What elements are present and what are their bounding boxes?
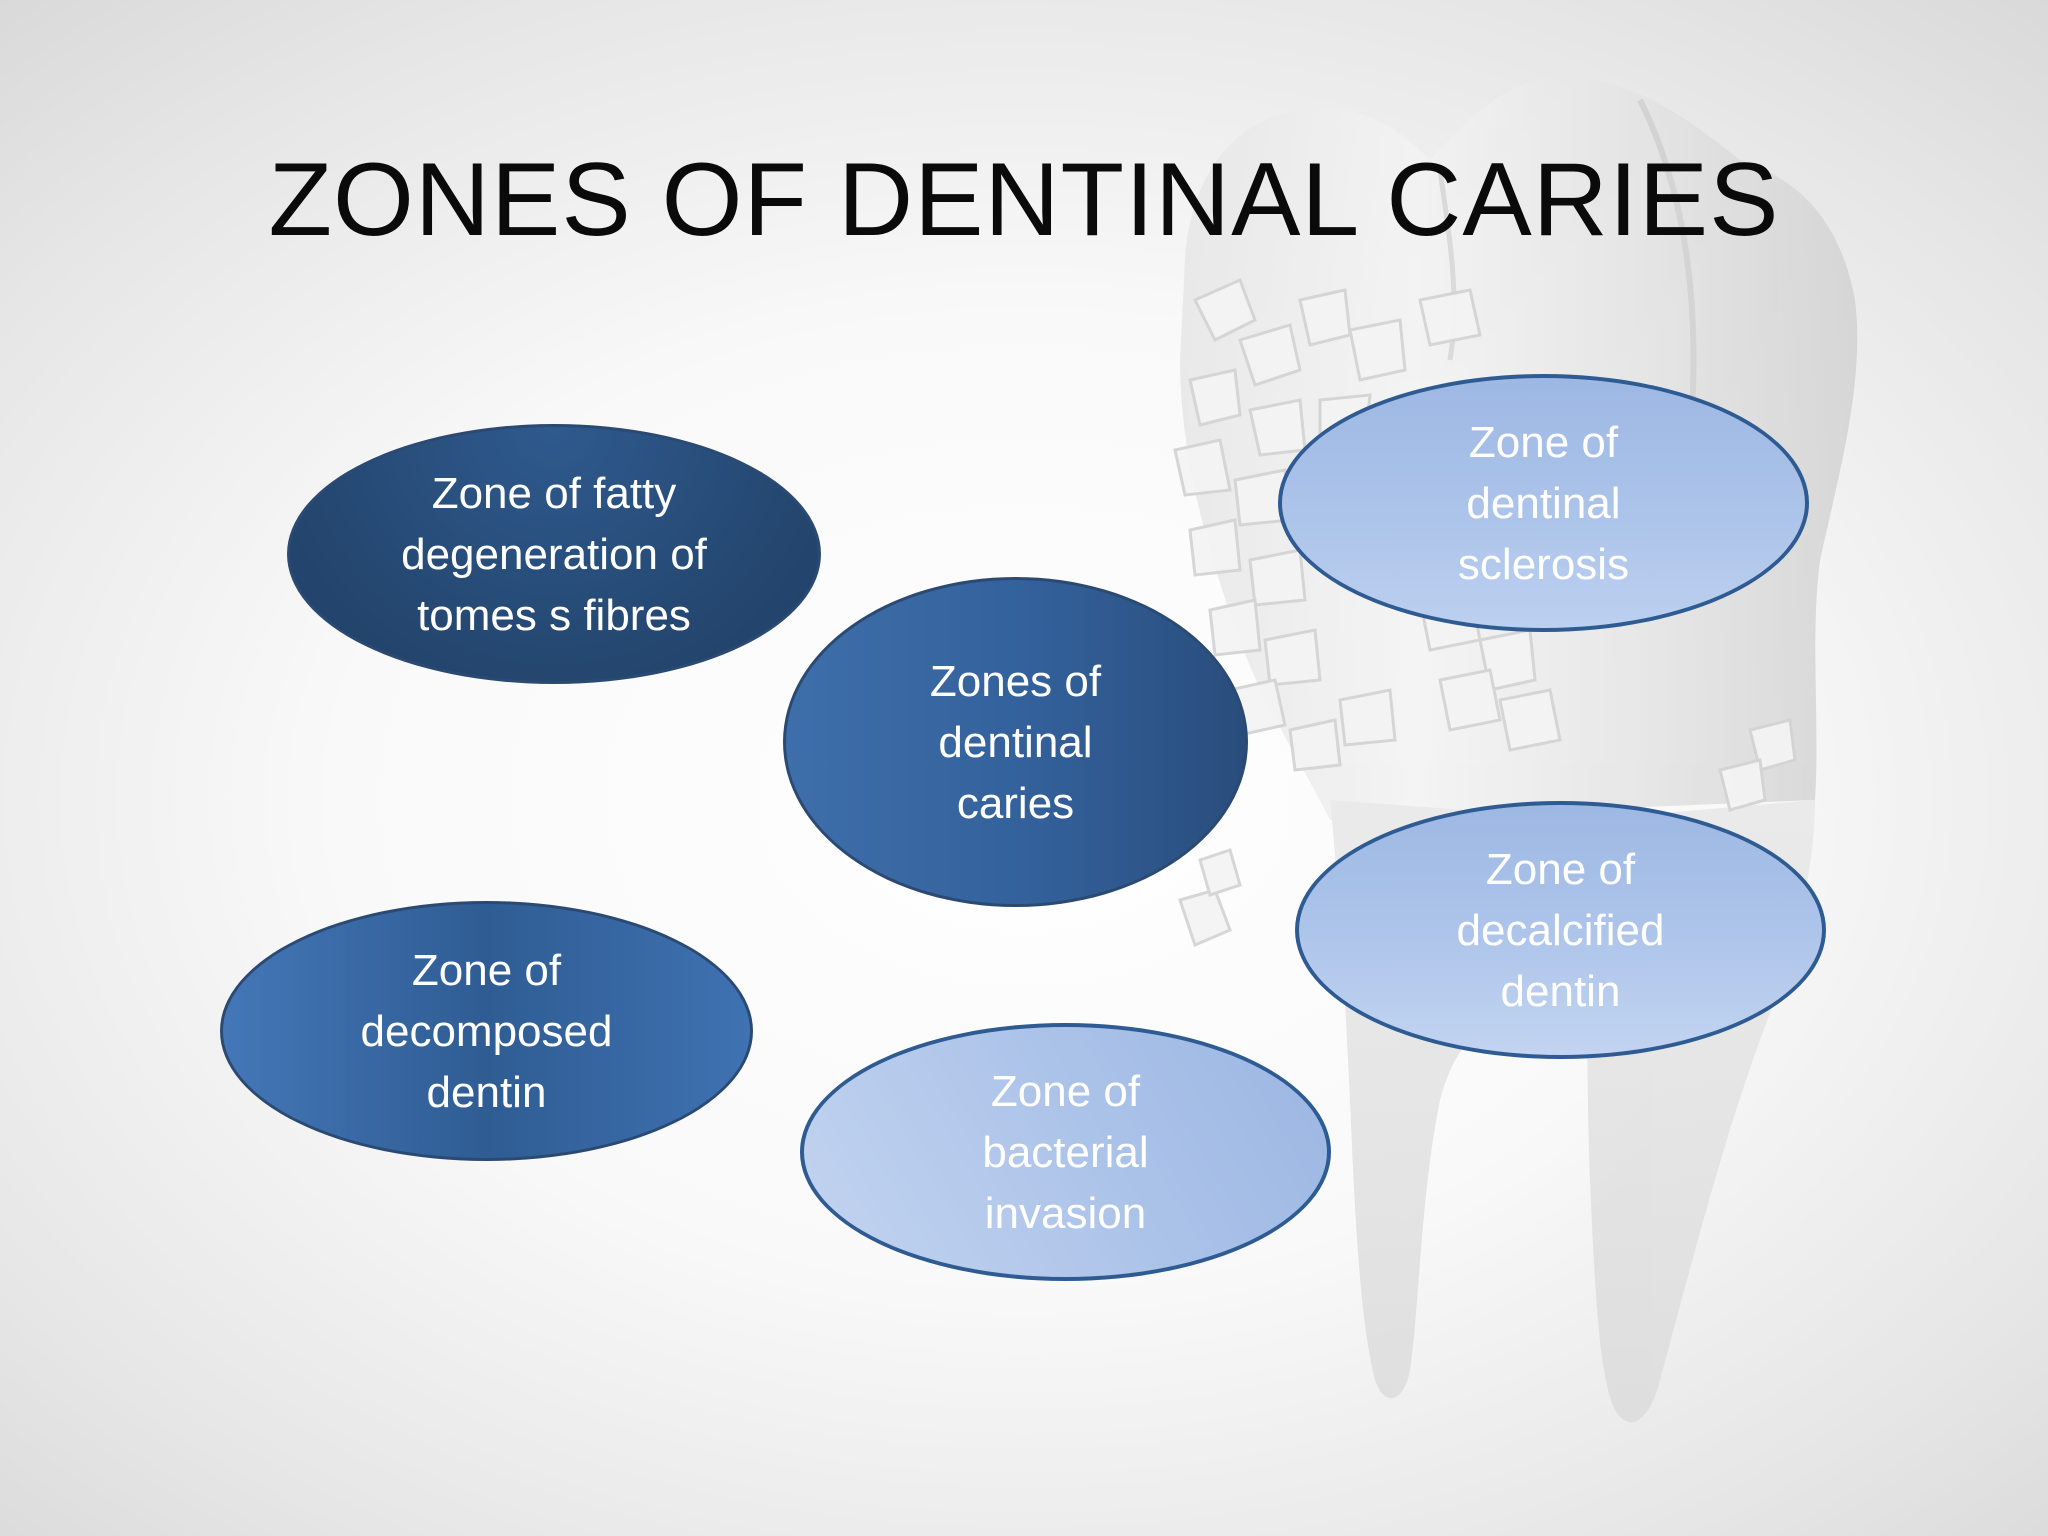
zone-decalcified-dentin-label: Zone of decalcified dentin — [1456, 844, 1665, 1016]
zone-bacterial-invasion: Zone of bacterial invasion — [800, 1023, 1331, 1281]
zone-bacterial-invasion-label: Zone of bacterial invasion — [982, 1066, 1149, 1238]
page-title: ZONES OF DENTINAL CARIES — [268, 142, 1780, 258]
zone-fatty-degeneration-label: Zone of fatty degeneration of tomes s fi… — [401, 468, 707, 640]
zone-decalcified-dentin: Zone of decalcified dentin — [1295, 801, 1826, 1059]
zone-dentinal-caries-label: Zones of dentinal caries — [929, 656, 1102, 828]
zone-dentinal-sclerosis-label: Zone of dentinal sclerosis — [1457, 417, 1630, 589]
zone-decomposed-dentin-label: Zone of decomposed dentin — [360, 945, 613, 1117]
zone-dentinal-caries-center: Zones of dentinal caries — [783, 577, 1248, 907]
zone-decomposed-dentin: Zone of decomposed dentin — [220, 901, 753, 1161]
zone-dentinal-sclerosis: Zone of dentinal sclerosis — [1278, 374, 1809, 632]
zone-fatty-degeneration: Zone of fatty degeneration of tomes s fi… — [287, 424, 821, 684]
